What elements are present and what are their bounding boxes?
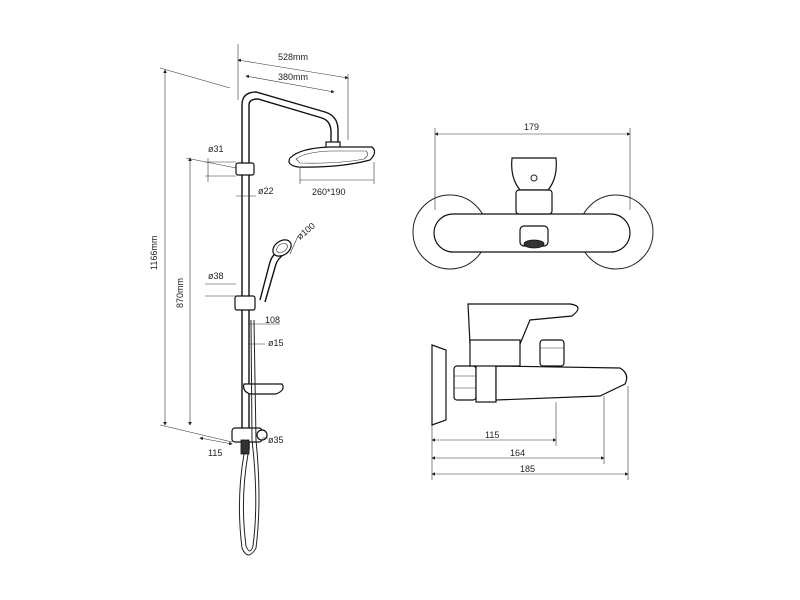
connector-nut	[453, 365, 477, 401]
dim-mixer-diameter: ø35	[268, 435, 284, 445]
bath-mixer-top-view: 179	[412, 122, 654, 270]
bath-mixer-side-view: 115 164 185	[431, 303, 629, 480]
dim-slider-offset: 108	[265, 315, 280, 325]
dim-slider-diameter: ø38	[208, 271, 224, 281]
dim-pipe-diameter: ø22	[258, 186, 274, 196]
dim-outer-reach: 528mm	[278, 52, 308, 62]
dim-top-width: 179	[524, 122, 539, 132]
dim-spout-164: 164	[510, 448, 525, 458]
dim-wall-offset: 115	[208, 448, 222, 458]
shower-arm	[241, 91, 339, 142]
lever-side	[467, 303, 579, 345]
lever-top	[511, 157, 557, 191]
dim-spout-115: 115	[485, 430, 499, 440]
top-wall-holder	[235, 162, 255, 176]
dim-rail-height: 870mm	[175, 278, 185, 308]
shower-hose	[238, 319, 260, 556]
dim-hand-shower-diameter: ø100	[295, 221, 317, 242]
dim-spout-185: 185	[520, 464, 535, 474]
dim-head-size: 260*190	[312, 187, 346, 197]
dim-arm-reach: 380mm	[278, 72, 308, 82]
dim-top-holder-diameter: ø31	[208, 144, 224, 154]
shower-column-drawing: 528mm 380mm 1166mm 870mm 260*190 ø31 ø22…	[149, 44, 376, 556]
wall-plate	[431, 344, 447, 426]
slider	[234, 295, 256, 311]
rain-shower-head	[288, 146, 376, 168]
spout-side	[495, 365, 628, 401]
soap-dish	[243, 383, 284, 395]
dim-hose-pipe-diameter: ø15	[268, 338, 284, 348]
diverter-knob	[539, 339, 565, 367]
dim-total-height: 1166mm	[149, 236, 159, 270]
aerator	[523, 239, 545, 249]
